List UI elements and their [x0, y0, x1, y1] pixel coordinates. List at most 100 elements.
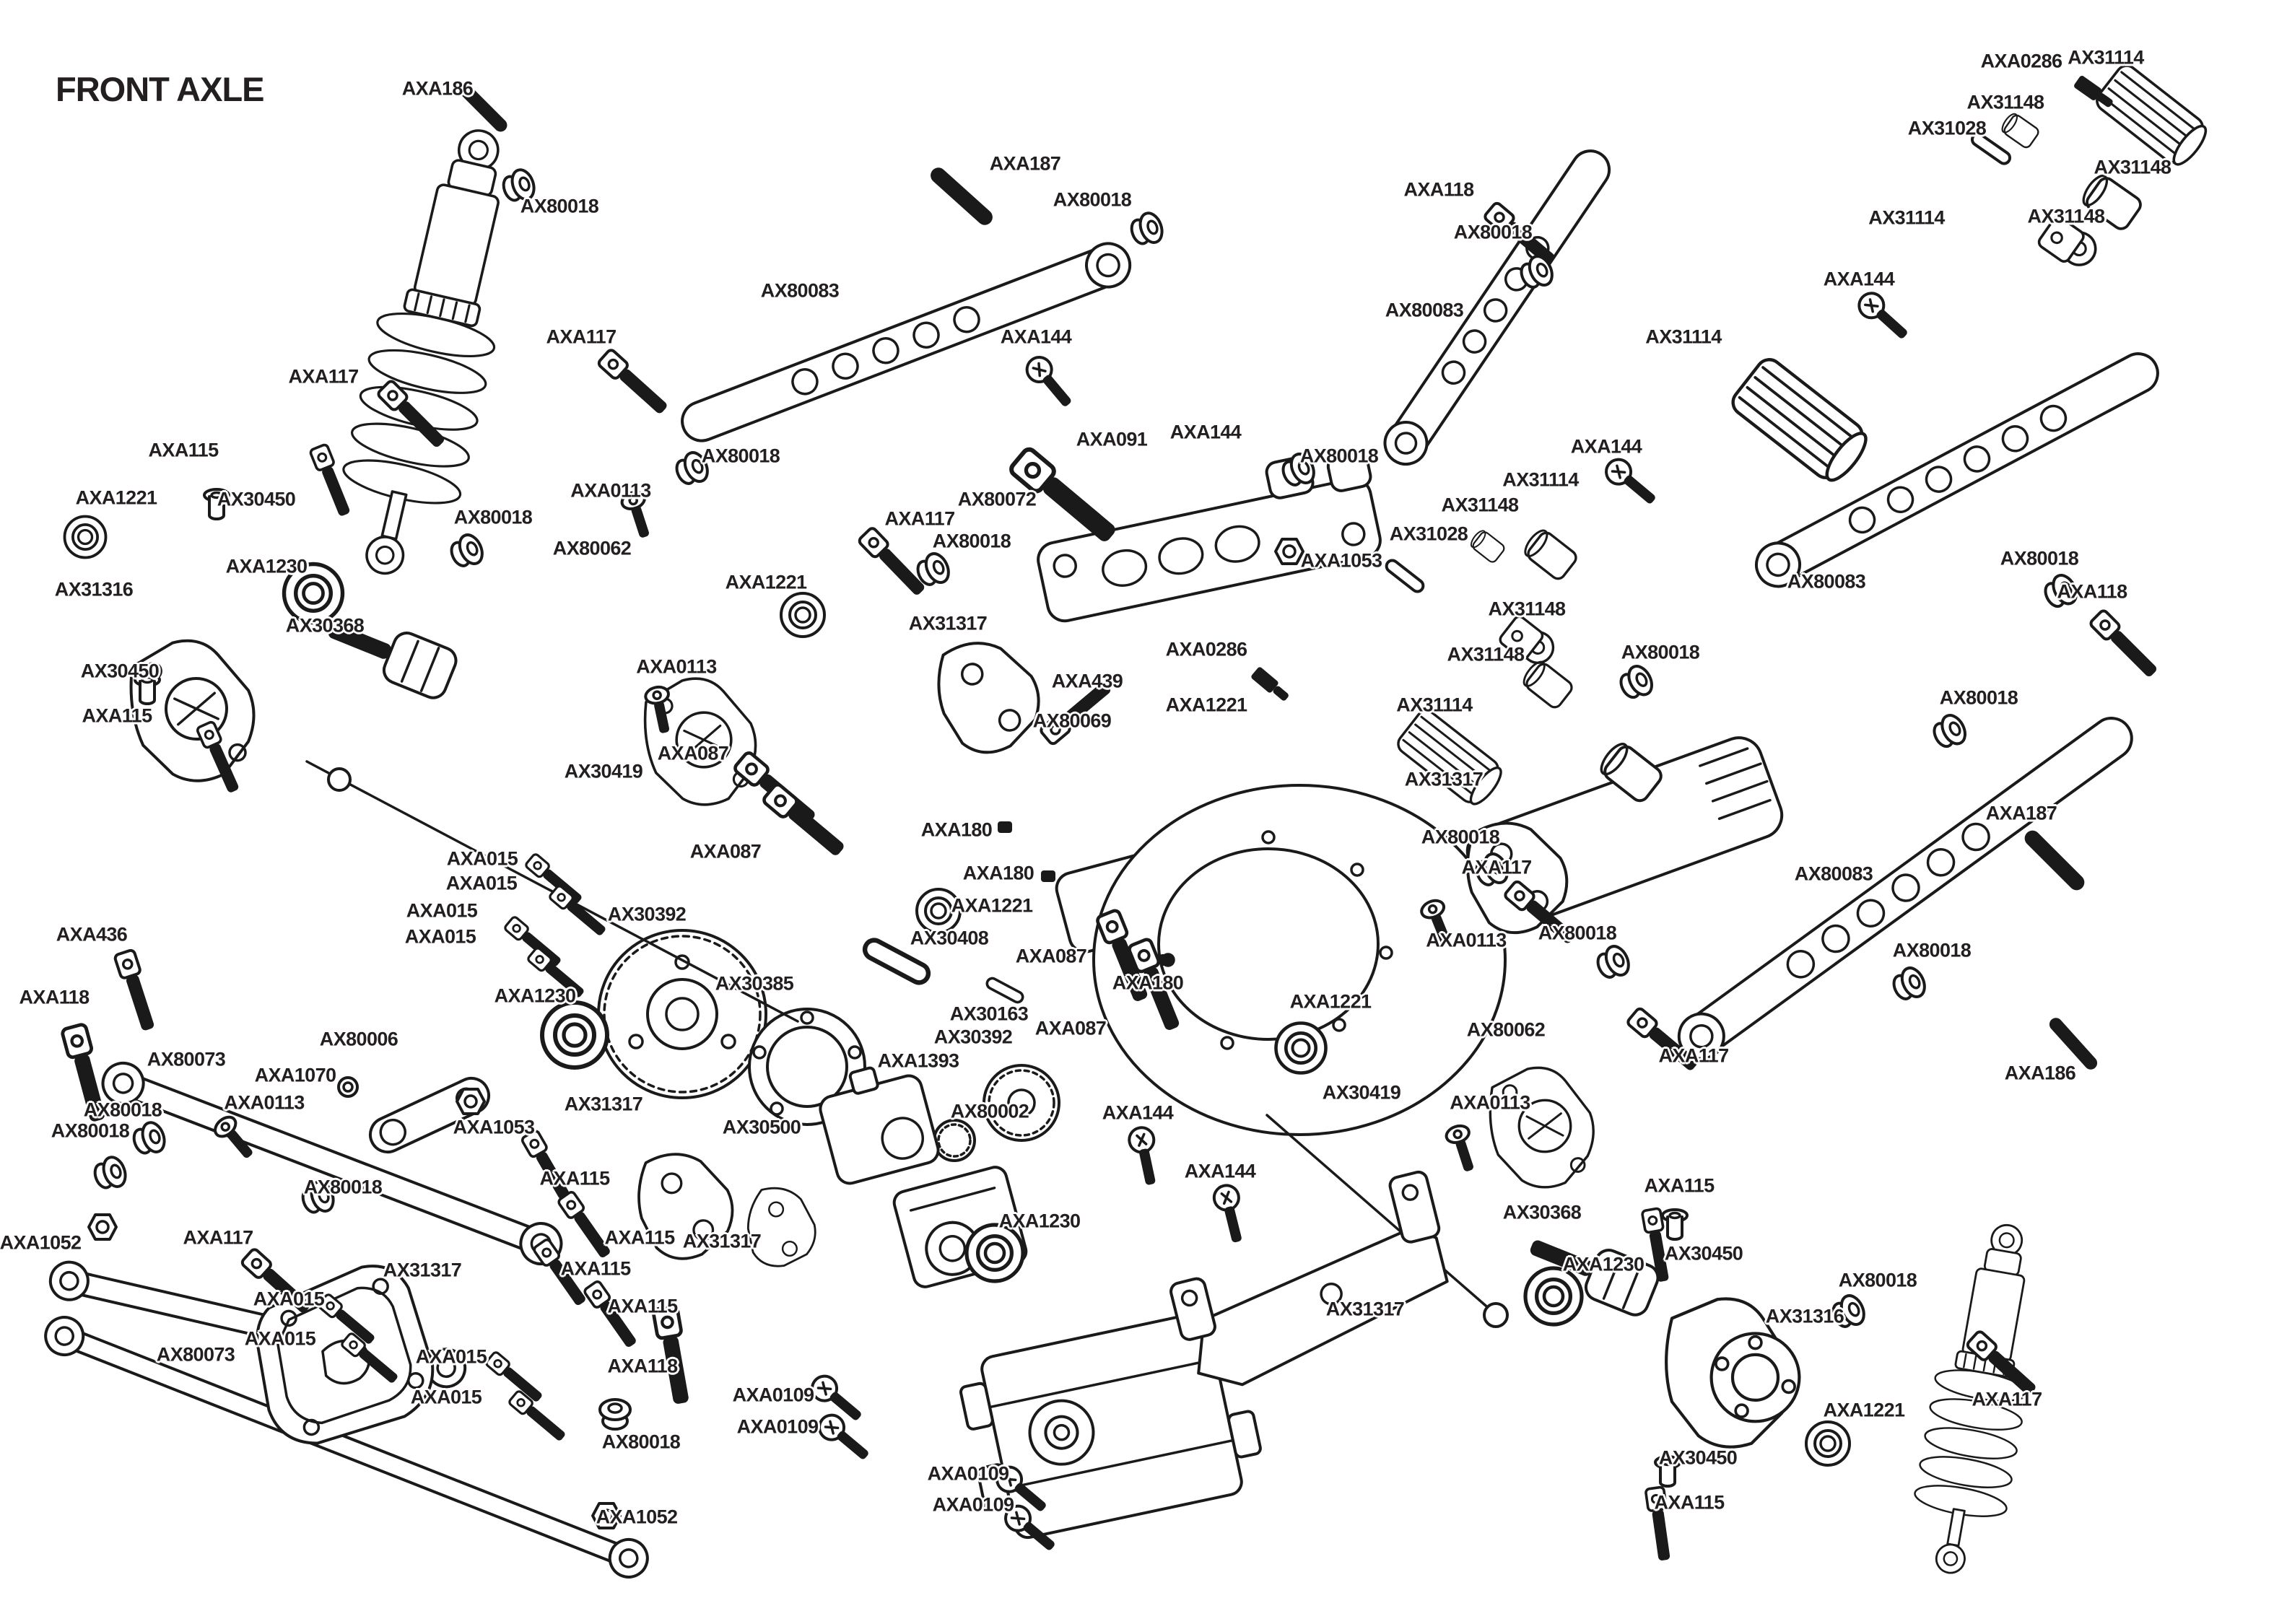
part-label: AX80083: [1787, 570, 1866, 593]
part-label: AX31317: [908, 612, 988, 634]
part-label: AX80018: [1538, 922, 1617, 944]
part-label: AX31316: [1765, 1305, 1844, 1327]
part-label: AX30450: [217, 488, 296, 510]
part-label: AXA118: [607, 1355, 679, 1377]
part-label: AXA0109: [736, 1415, 819, 1438]
part-label: AXA118: [2057, 580, 2128, 603]
part-label: AXA144: [1823, 268, 1895, 290]
part-label: AX80018: [1892, 939, 1972, 961]
part-label: AX80018: [1453, 221, 1533, 243]
part-label: AXA115: [1644, 1174, 1715, 1197]
pinion-gear: [983, 1064, 1060, 1142]
part-label: AX80083: [1385, 299, 1464, 321]
part-label: AXA187: [1985, 802, 2057, 824]
part-label: AXA1221: [725, 571, 807, 593]
part-label: AXA118: [19, 986, 90, 1008]
part-label: AX30392: [933, 1026, 1013, 1048]
part-label: AXA0109: [927, 1462, 1009, 1485]
part-label: AX31317: [1325, 1298, 1405, 1320]
diff-locker: [819, 1066, 940, 1185]
part-label: AXA115: [604, 1226, 676, 1249]
part-label: AX30500: [722, 1116, 801, 1138]
part-label: AXA144: [1102, 1101, 1174, 1124]
part-label: AXA0286: [1165, 638, 1247, 660]
part-label: AXA1221: [1823, 1399, 1905, 1421]
part-label: AXA115: [1654, 1491, 1725, 1514]
tie-rod: [44, 1316, 649, 1579]
part-label: AXA1230: [225, 555, 308, 577]
part-label: AXA0113: [224, 1091, 305, 1114]
part-label: AX80018: [932, 530, 1011, 552]
part-label: AXA1221: [1165, 694, 1247, 716]
part-label: AXA0113: [636, 655, 717, 678]
part-label: AX80018: [520, 195, 599, 217]
part-label: AXA180: [920, 818, 993, 841]
part-label: AXA015: [244, 1327, 316, 1350]
part-label: AXA0113: [1450, 1091, 1530, 1114]
axle-housing: [1055, 736, 1784, 1136]
ring-gear: [597, 929, 767, 1099]
stub-axle-left: [328, 623, 458, 699]
part-label: AXA0113: [570, 479, 651, 502]
part-label: AX80073: [156, 1343, 235, 1366]
servo: [959, 1311, 1262, 1540]
part-label: AX80073: [147, 1048, 226, 1070]
link-lower-right: [1677, 717, 2133, 1060]
part-label: AXA117: [884, 507, 956, 530]
knuckle-right: [1665, 1297, 1801, 1449]
part-label: AX80018: [1939, 686, 2018, 709]
part-label: AXA015: [410, 1386, 482, 1408]
part-label: AX80018: [1421, 826, 1500, 848]
part-label: AXA0109: [732, 1384, 814, 1406]
steering-link: [101, 1061, 563, 1266]
part-label: AXA1070: [254, 1064, 336, 1086]
part-label: AXA117: [183, 1226, 254, 1249]
part-label: AXA144: [1570, 435, 1642, 458]
part-label: AXA117: [546, 326, 617, 348]
part-label: AX80018: [83, 1099, 162, 1121]
part-label: AXA1052: [0, 1231, 82, 1254]
part-label: AXA1230: [494, 985, 576, 1007]
part-label: AX30450: [80, 660, 160, 682]
part-label: AX31317: [1404, 768, 1484, 790]
part-label: AXA115: [560, 1257, 632, 1280]
part-label: AXA115: [82, 704, 153, 727]
part-label: AX30450: [1658, 1446, 1738, 1469]
part-label: AX30408: [910, 927, 989, 949]
part-label: AX31317: [564, 1093, 643, 1115]
part-label: AXA115: [539, 1167, 611, 1189]
part-label: AX31148: [1447, 643, 1525, 665]
part-label: AXA1221: [75, 486, 157, 509]
part-label: AXA1230: [998, 1210, 1081, 1232]
part-label: AX31148: [1966, 91, 2045, 113]
part-label: AXA115: [148, 439, 219, 461]
part-label: AX80062: [1466, 1018, 1546, 1041]
part-label: AXA091: [1076, 428, 1148, 450]
part-label: AX80018: [51, 1119, 130, 1142]
part-label: AXA187: [989, 152, 1061, 175]
part-label: AXA0113: [1426, 929, 1507, 951]
part-label: AXA117: [1972, 1388, 2043, 1410]
part-label: AXA015: [406, 899, 478, 922]
part-label: AXA180: [962, 862, 1034, 884]
part-label: AXA1052: [596, 1506, 678, 1528]
part-label: AXA117: [1658, 1044, 1730, 1067]
part-label: AXA087: [657, 742, 729, 764]
part-label: AX80018: [1053, 188, 1132, 211]
part-label: AX80018: [601, 1431, 681, 1453]
part-label: AXA186: [2004, 1062, 2076, 1084]
part-label: AX80018: [1621, 641, 1700, 663]
part-label: AX80018: [1299, 445, 1379, 467]
part-label: AXA087: [689, 840, 762, 863]
part-label: AXA1393: [877, 1049, 959, 1072]
part-label: AXA439: [1051, 670, 1123, 692]
part-label: AXA144: [1000, 326, 1072, 348]
part-label: AX30450: [1664, 1242, 1743, 1265]
part-label: AX80083: [760, 279, 840, 302]
part-label: AX30385: [715, 972, 794, 995]
part-label: AXA015: [404, 925, 476, 948]
part-label: AXA0286: [1980, 50, 2062, 72]
part-label: AX31317: [682, 1230, 762, 1252]
